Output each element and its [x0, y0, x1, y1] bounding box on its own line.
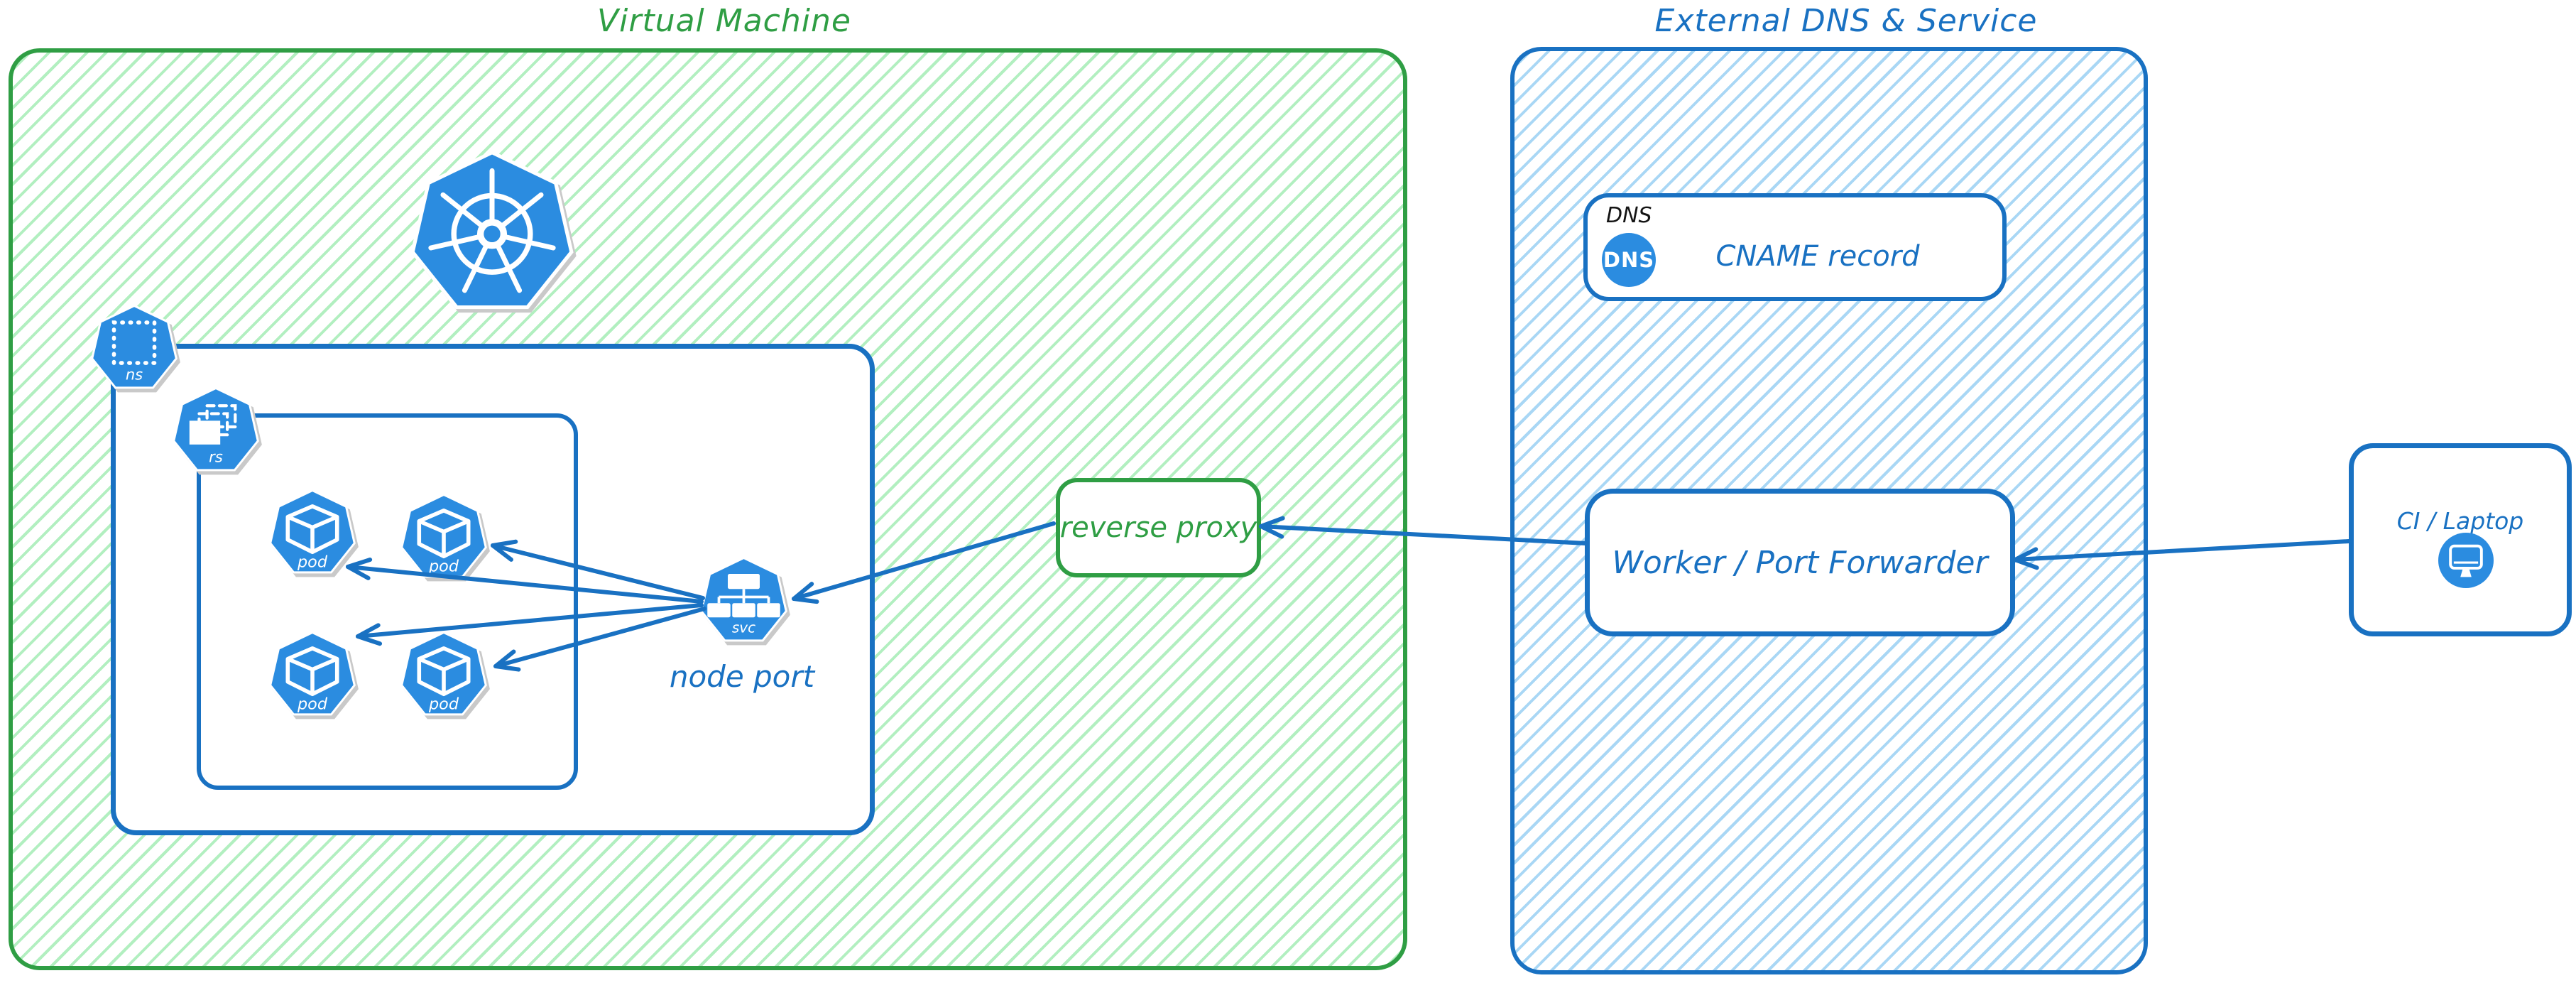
- service-label: svc: [732, 619, 755, 636]
- dns-record-node: [1583, 193, 2007, 301]
- reverse-proxy-node: reverse proxy: [1056, 478, 1261, 577]
- vm-group-title: Virtual Machine: [597, 3, 851, 39]
- dns-icon-text: DNS: [1603, 248, 1655, 272]
- worker-port-forwarder-label: Worker / Port Forwarder: [1612, 544, 1988, 581]
- external-group-title: External DNS & Service: [1654, 3, 2038, 39]
- dns-icon: DNS: [1602, 233, 1656, 287]
- reverse-proxy-label: reverse proxy: [1059, 511, 1257, 544]
- replicaset-label: rs: [209, 448, 223, 466]
- pod-icon: pod: [269, 489, 356, 574]
- pod-icon: pod: [400, 493, 487, 578]
- pod-label: pod: [428, 557, 459, 575]
- pod-label: pod: [297, 695, 328, 713]
- pod-label: pod: [297, 553, 328, 571]
- pod-icon: pod: [400, 631, 487, 716]
- kubernetes-logo-icon: [410, 150, 574, 310]
- pod-icon: pod: [269, 631, 356, 716]
- ci-laptop-label: CI / Laptop: [2396, 507, 2524, 535]
- namespace-label: ns: [126, 366, 143, 384]
- node-port-caption: node port: [669, 659, 815, 694]
- service-icon: svc: [700, 556, 787, 642]
- worker-port-forwarder-node: Worker / Port Forwarder: [1585, 489, 2015, 636]
- cname-record-label: CNAME record: [1715, 240, 1920, 273]
- monitor-icon: [2438, 533, 2494, 588]
- namespace-icon: ns: [91, 304, 178, 389]
- replicaset-icon: rs: [173, 386, 259, 472]
- pod-label: pod: [428, 695, 459, 713]
- dns-group-label: DNS: [1606, 203, 1652, 228]
